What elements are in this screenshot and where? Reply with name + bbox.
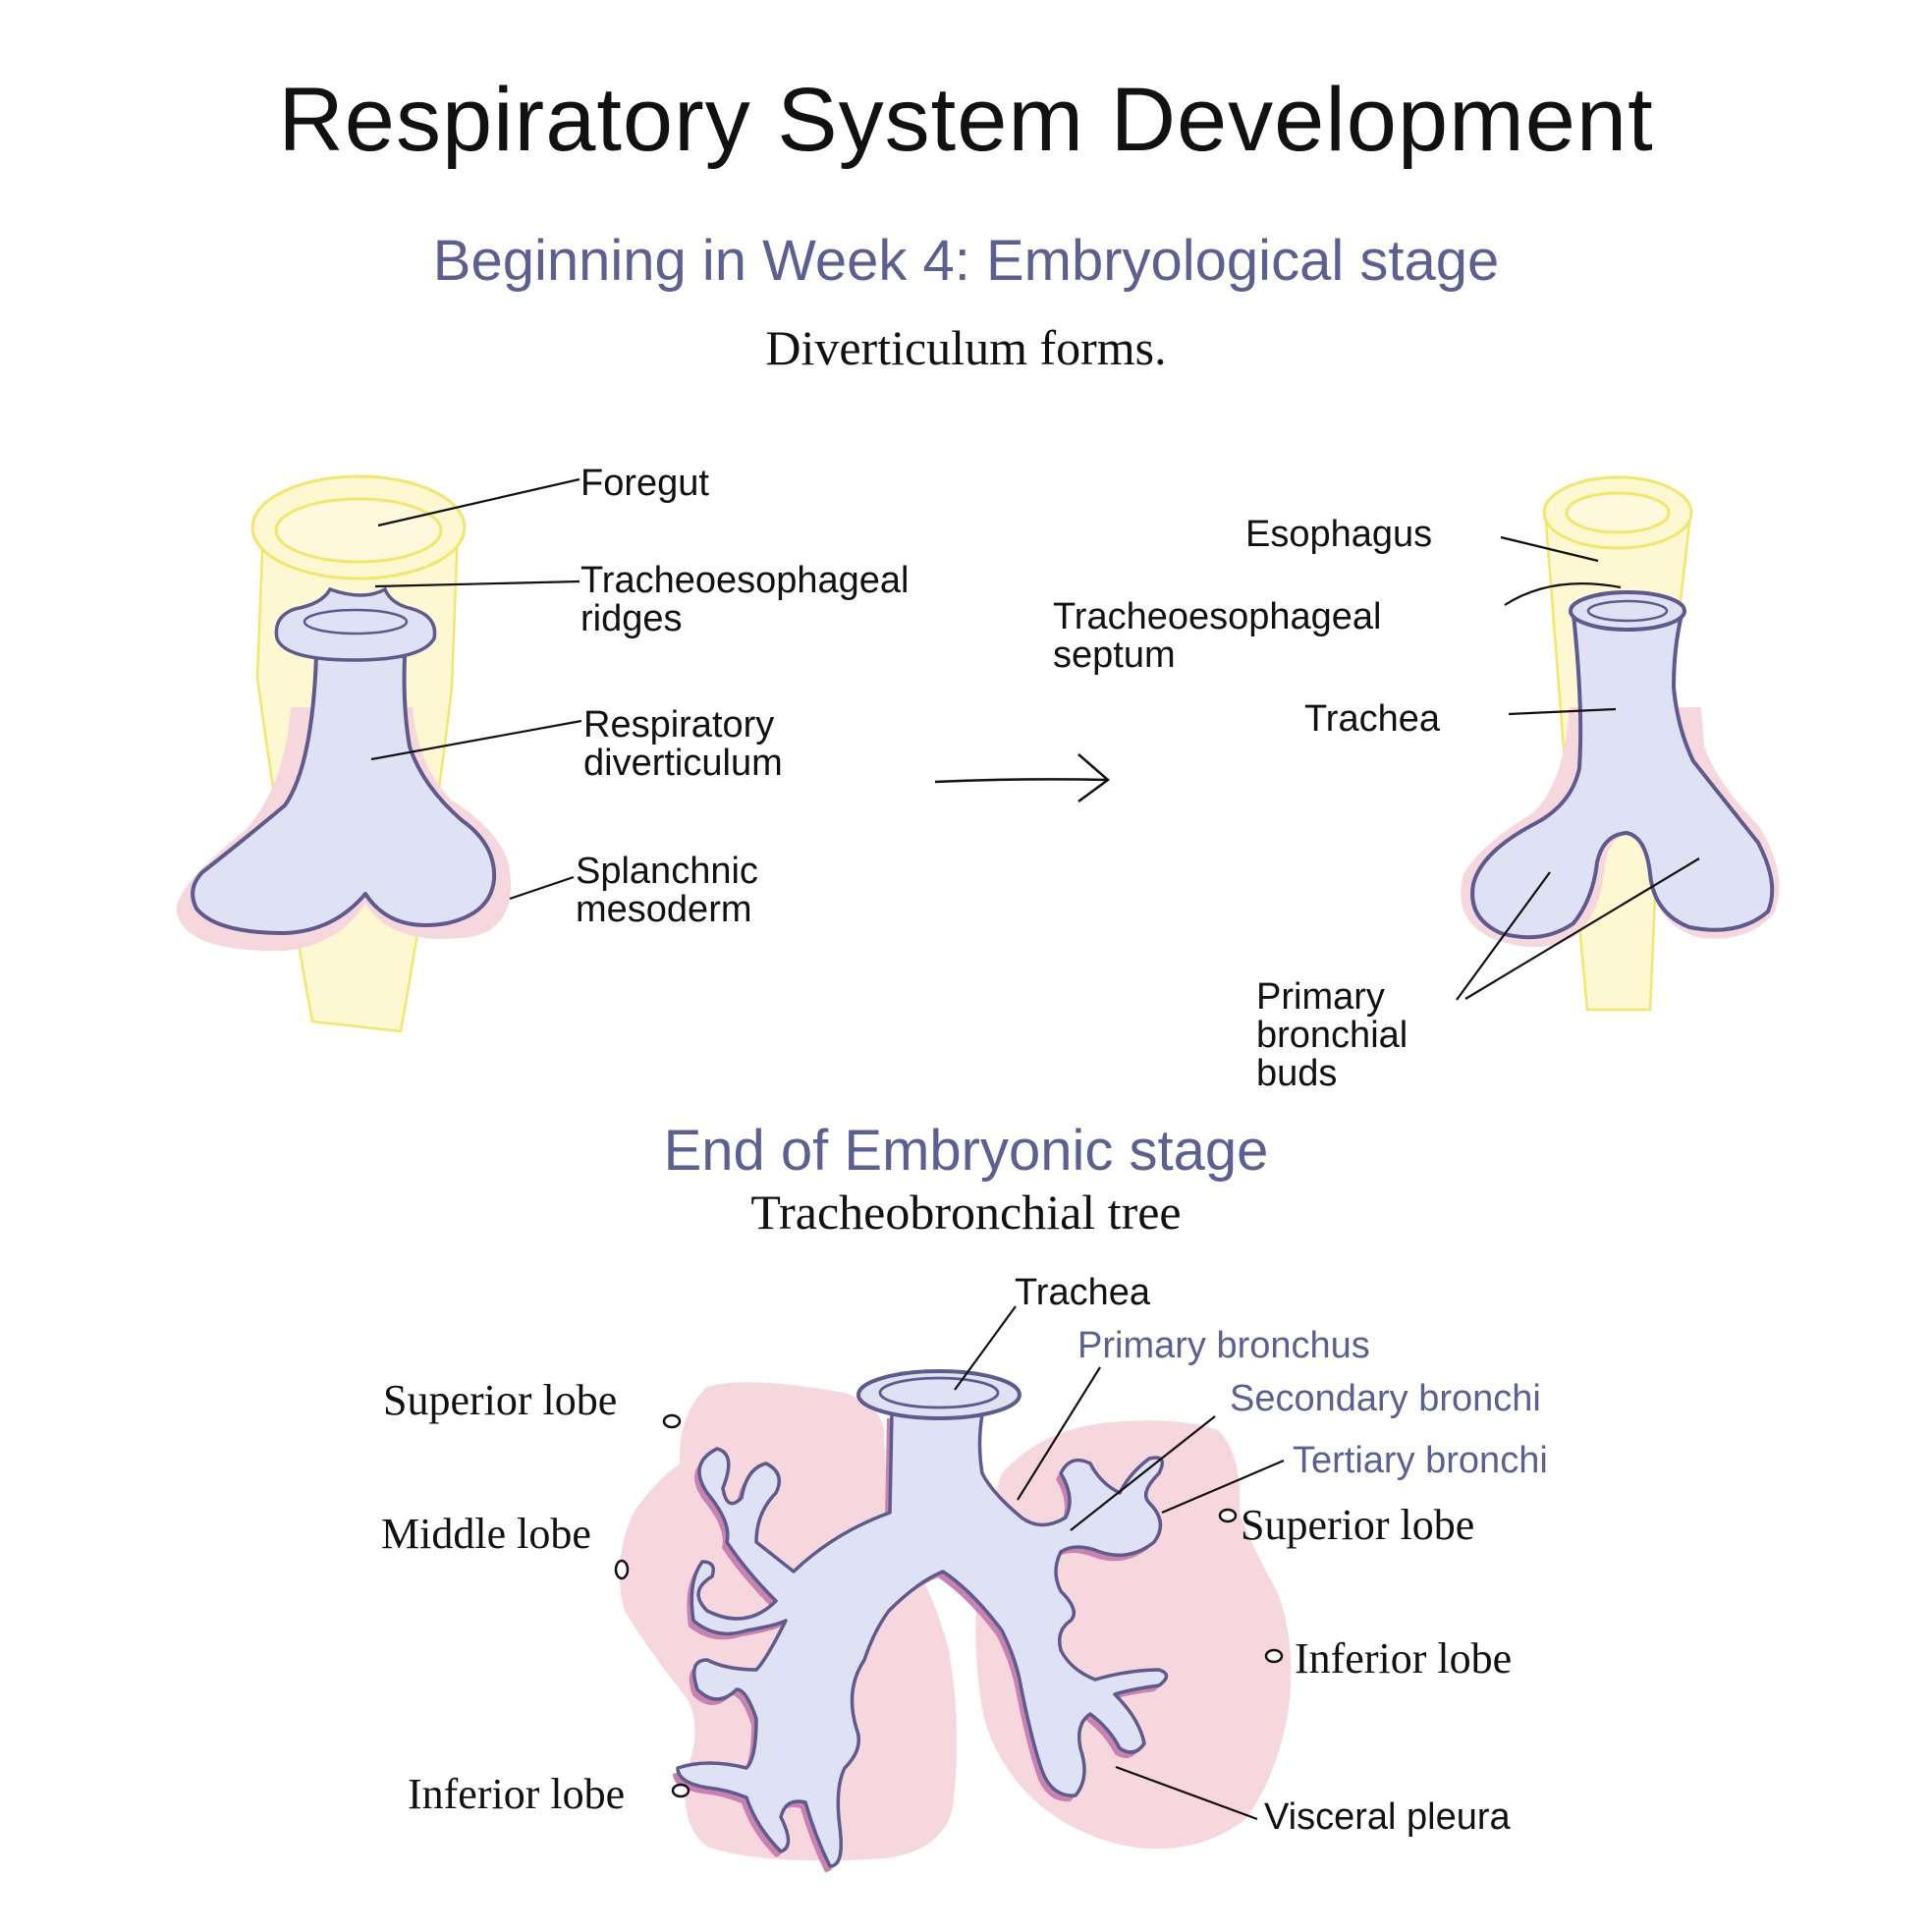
respiratory-diverticulum bbox=[191, 654, 497, 935]
tracheoesophageal-ridges-shape bbox=[274, 586, 437, 662]
label-left-middle-lobe: Middle lobe bbox=[381, 1510, 591, 1558]
label-left-superior-lobe: Superior lobe bbox=[383, 1376, 617, 1424]
leader-septum bbox=[1504, 582, 1622, 606]
marker-left-superior-lobe bbox=[662, 1413, 682, 1429]
figure-tracheobronchial-tree: Trachea Primary bronchus Secondary bronc… bbox=[381, 1272, 1548, 1872]
label-septum-line2: septum bbox=[1053, 635, 1176, 676]
marker-left-inferior-lobe bbox=[671, 1783, 690, 1798]
label-splanchnic-line2: mesoderm bbox=[576, 889, 752, 930]
trachea-with-buds bbox=[1470, 613, 1775, 940]
leader-secondary-bronchi bbox=[1070, 1415, 1216, 1531]
label-buds-line2: bronchial bbox=[1256, 1015, 1408, 1056]
bronchial-tree bbox=[673, 1410, 1169, 1872]
leader-trachea-2 bbox=[1508, 707, 1617, 716]
label-buds-line1: Primary bbox=[1256, 976, 1385, 1018]
leader-splanchnic bbox=[509, 875, 575, 901]
marker-right-inferior-lobe bbox=[1264, 1648, 1284, 1664]
trachea-top-inner bbox=[878, 1376, 1000, 1409]
marker-right-superior-lobe bbox=[1218, 1508, 1238, 1523]
leader-respiratory-diverticulum bbox=[370, 719, 582, 761]
label-trachea-3: Trachea bbox=[1015, 1272, 1151, 1313]
label-secondary-bronchi: Secondary bronchi bbox=[1230, 1378, 1541, 1419]
leader-esophagus bbox=[1500, 535, 1599, 563]
label-ridges-line2: ridges bbox=[580, 598, 683, 639]
page-title: Respiratory System Development bbox=[278, 70, 1654, 170]
label-primary-bronchus: Primary bronchus bbox=[1077, 1325, 1370, 1366]
label-ridges-line1: Tracheoesophageal bbox=[580, 560, 910, 601]
bronchial-tree-airway bbox=[676, 1410, 1169, 1868]
section-heading-embryological: Beginning in Week 4: Embryological stage bbox=[432, 229, 1500, 293]
leader-foregut bbox=[377, 477, 580, 527]
section-heading-end-embryonic: End of Embryonic stage bbox=[663, 1119, 1269, 1183]
label-respiratory-line2: diverticulum bbox=[583, 743, 783, 784]
leader-ridges bbox=[374, 580, 580, 588]
leader-visceral-pleura bbox=[1115, 1765, 1258, 1821]
label-respiratory-line1: Respiratory bbox=[583, 704, 774, 745]
leader-primary-bronchus bbox=[1017, 1366, 1101, 1501]
label-buds-line3: buds bbox=[1256, 1053, 1337, 1094]
label-esophagus: Esophagus bbox=[1245, 514, 1432, 555]
label-tertiary-bronchi: Tertiary bronchi bbox=[1293, 1440, 1548, 1481]
stage-arrow bbox=[934, 753, 1111, 803]
figure-primary-bronchial-buds: Esophagus Tracheoesophageal septum Trach… bbox=[1053, 475, 1780, 1094]
trachea-opening-inner bbox=[1586, 599, 1669, 623]
label-septum-line1: Tracheoesophageal bbox=[1053, 596, 1382, 637]
label-left-inferior-lobe: Inferior lobe bbox=[408, 1770, 625, 1818]
label-foregut: Foregut bbox=[580, 463, 709, 504]
label-right-superior-lobe: Superior lobe bbox=[1241, 1501, 1474, 1549]
label-visceral-pleura: Visceral pleura bbox=[1264, 1796, 1512, 1838]
figure-respiratory-diverticulum: Foregut Tracheoesophageal ridges Respira… bbox=[176, 463, 910, 1033]
section-subheading-diverticulum: Diverticulum forms. bbox=[765, 320, 1167, 375]
ridges-opening bbox=[303, 608, 409, 635]
foregut-ring-inner bbox=[274, 497, 443, 564]
leader-buds-right bbox=[1464, 857, 1700, 1000]
leader-tertiary-bronchi bbox=[1161, 1459, 1285, 1515]
leader-trachea-3 bbox=[954, 1305, 1017, 1391]
marker-left-middle-lobe bbox=[614, 1559, 630, 1580]
label-trachea-2: Trachea bbox=[1304, 698, 1441, 740]
section-subheading-tracheobronchial: Tracheobronchial tree bbox=[750, 1185, 1182, 1240]
label-splanchnic-line1: Splanchnic bbox=[576, 851, 758, 892]
trachea-opening-outer bbox=[1569, 590, 1686, 632]
leader-buds-left bbox=[1456, 871, 1551, 1001]
esophagus-ring-inner bbox=[1565, 491, 1671, 534]
label-right-inferior-lobe: Inferior lobe bbox=[1295, 1634, 1512, 1683]
